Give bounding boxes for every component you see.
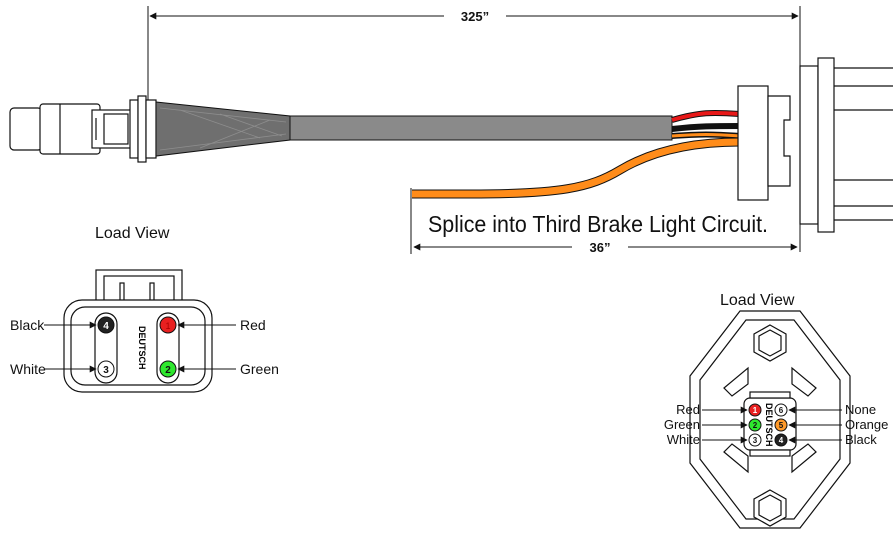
pin-5: 5 xyxy=(774,418,788,432)
pin-2: 2 xyxy=(159,360,177,378)
svg-text:1: 1 xyxy=(165,321,170,331)
deutsch-brand-right: DEUTSCH xyxy=(764,403,774,447)
svg-text:6: 6 xyxy=(779,406,784,415)
load-view-title-right: Load View xyxy=(720,292,795,309)
svg-text:5: 5 xyxy=(779,421,784,430)
connector-2pin: Load View DEUTSCH 4 1 3 xyxy=(10,225,279,393)
splice-dimension: 36” xyxy=(410,188,798,255)
pin-2: 2 xyxy=(748,418,762,432)
pin-1: 1 xyxy=(159,316,177,334)
pin-6: 6 xyxy=(774,403,788,417)
svg-text:1: 1 xyxy=(753,406,758,415)
pin-label-white: White xyxy=(10,361,46,377)
pin-4: 4 xyxy=(97,316,115,334)
overall-length-label: 325” xyxy=(461,9,489,24)
deutsch-plug xyxy=(9,95,157,163)
pin-3: 3 xyxy=(97,360,115,378)
splice-length-label: 36” xyxy=(590,240,611,255)
pin-label-none: None xyxy=(845,402,876,417)
pin-3: 3 xyxy=(748,433,762,447)
svg-text:3: 3 xyxy=(753,436,758,445)
cable xyxy=(155,101,673,157)
splice-note: Splice into Third Brake Light Circuit. xyxy=(428,211,768,237)
pin-label-white: White xyxy=(667,432,700,447)
wires xyxy=(412,109,741,199)
overall-dimension: 325” xyxy=(147,6,801,252)
svg-text:4: 4 xyxy=(103,321,109,332)
pin-label-black: Black xyxy=(10,317,45,333)
pin-1: 1 xyxy=(748,403,762,417)
svg-text:4: 4 xyxy=(779,436,784,445)
pin-label-black: Black xyxy=(845,432,877,447)
six-pin-connector-side xyxy=(737,57,893,233)
pin-label-red: Red xyxy=(676,402,700,417)
pin-label-green: Green xyxy=(664,417,700,432)
connector-6pin: Load View DEUTSCH 1 xyxy=(664,292,888,529)
pin-label-red: Red xyxy=(240,317,266,333)
deutsch-brand-left: DEUTSCH xyxy=(137,326,147,370)
pin-label-orange: Orange xyxy=(845,417,888,432)
pin-label-green: Green xyxy=(240,361,279,377)
pin-4: 4 xyxy=(774,433,788,447)
svg-text:2: 2 xyxy=(753,421,758,430)
svg-text:3: 3 xyxy=(103,365,109,376)
svg-text:2: 2 xyxy=(165,365,171,376)
load-view-title-left: Load View xyxy=(95,225,170,242)
